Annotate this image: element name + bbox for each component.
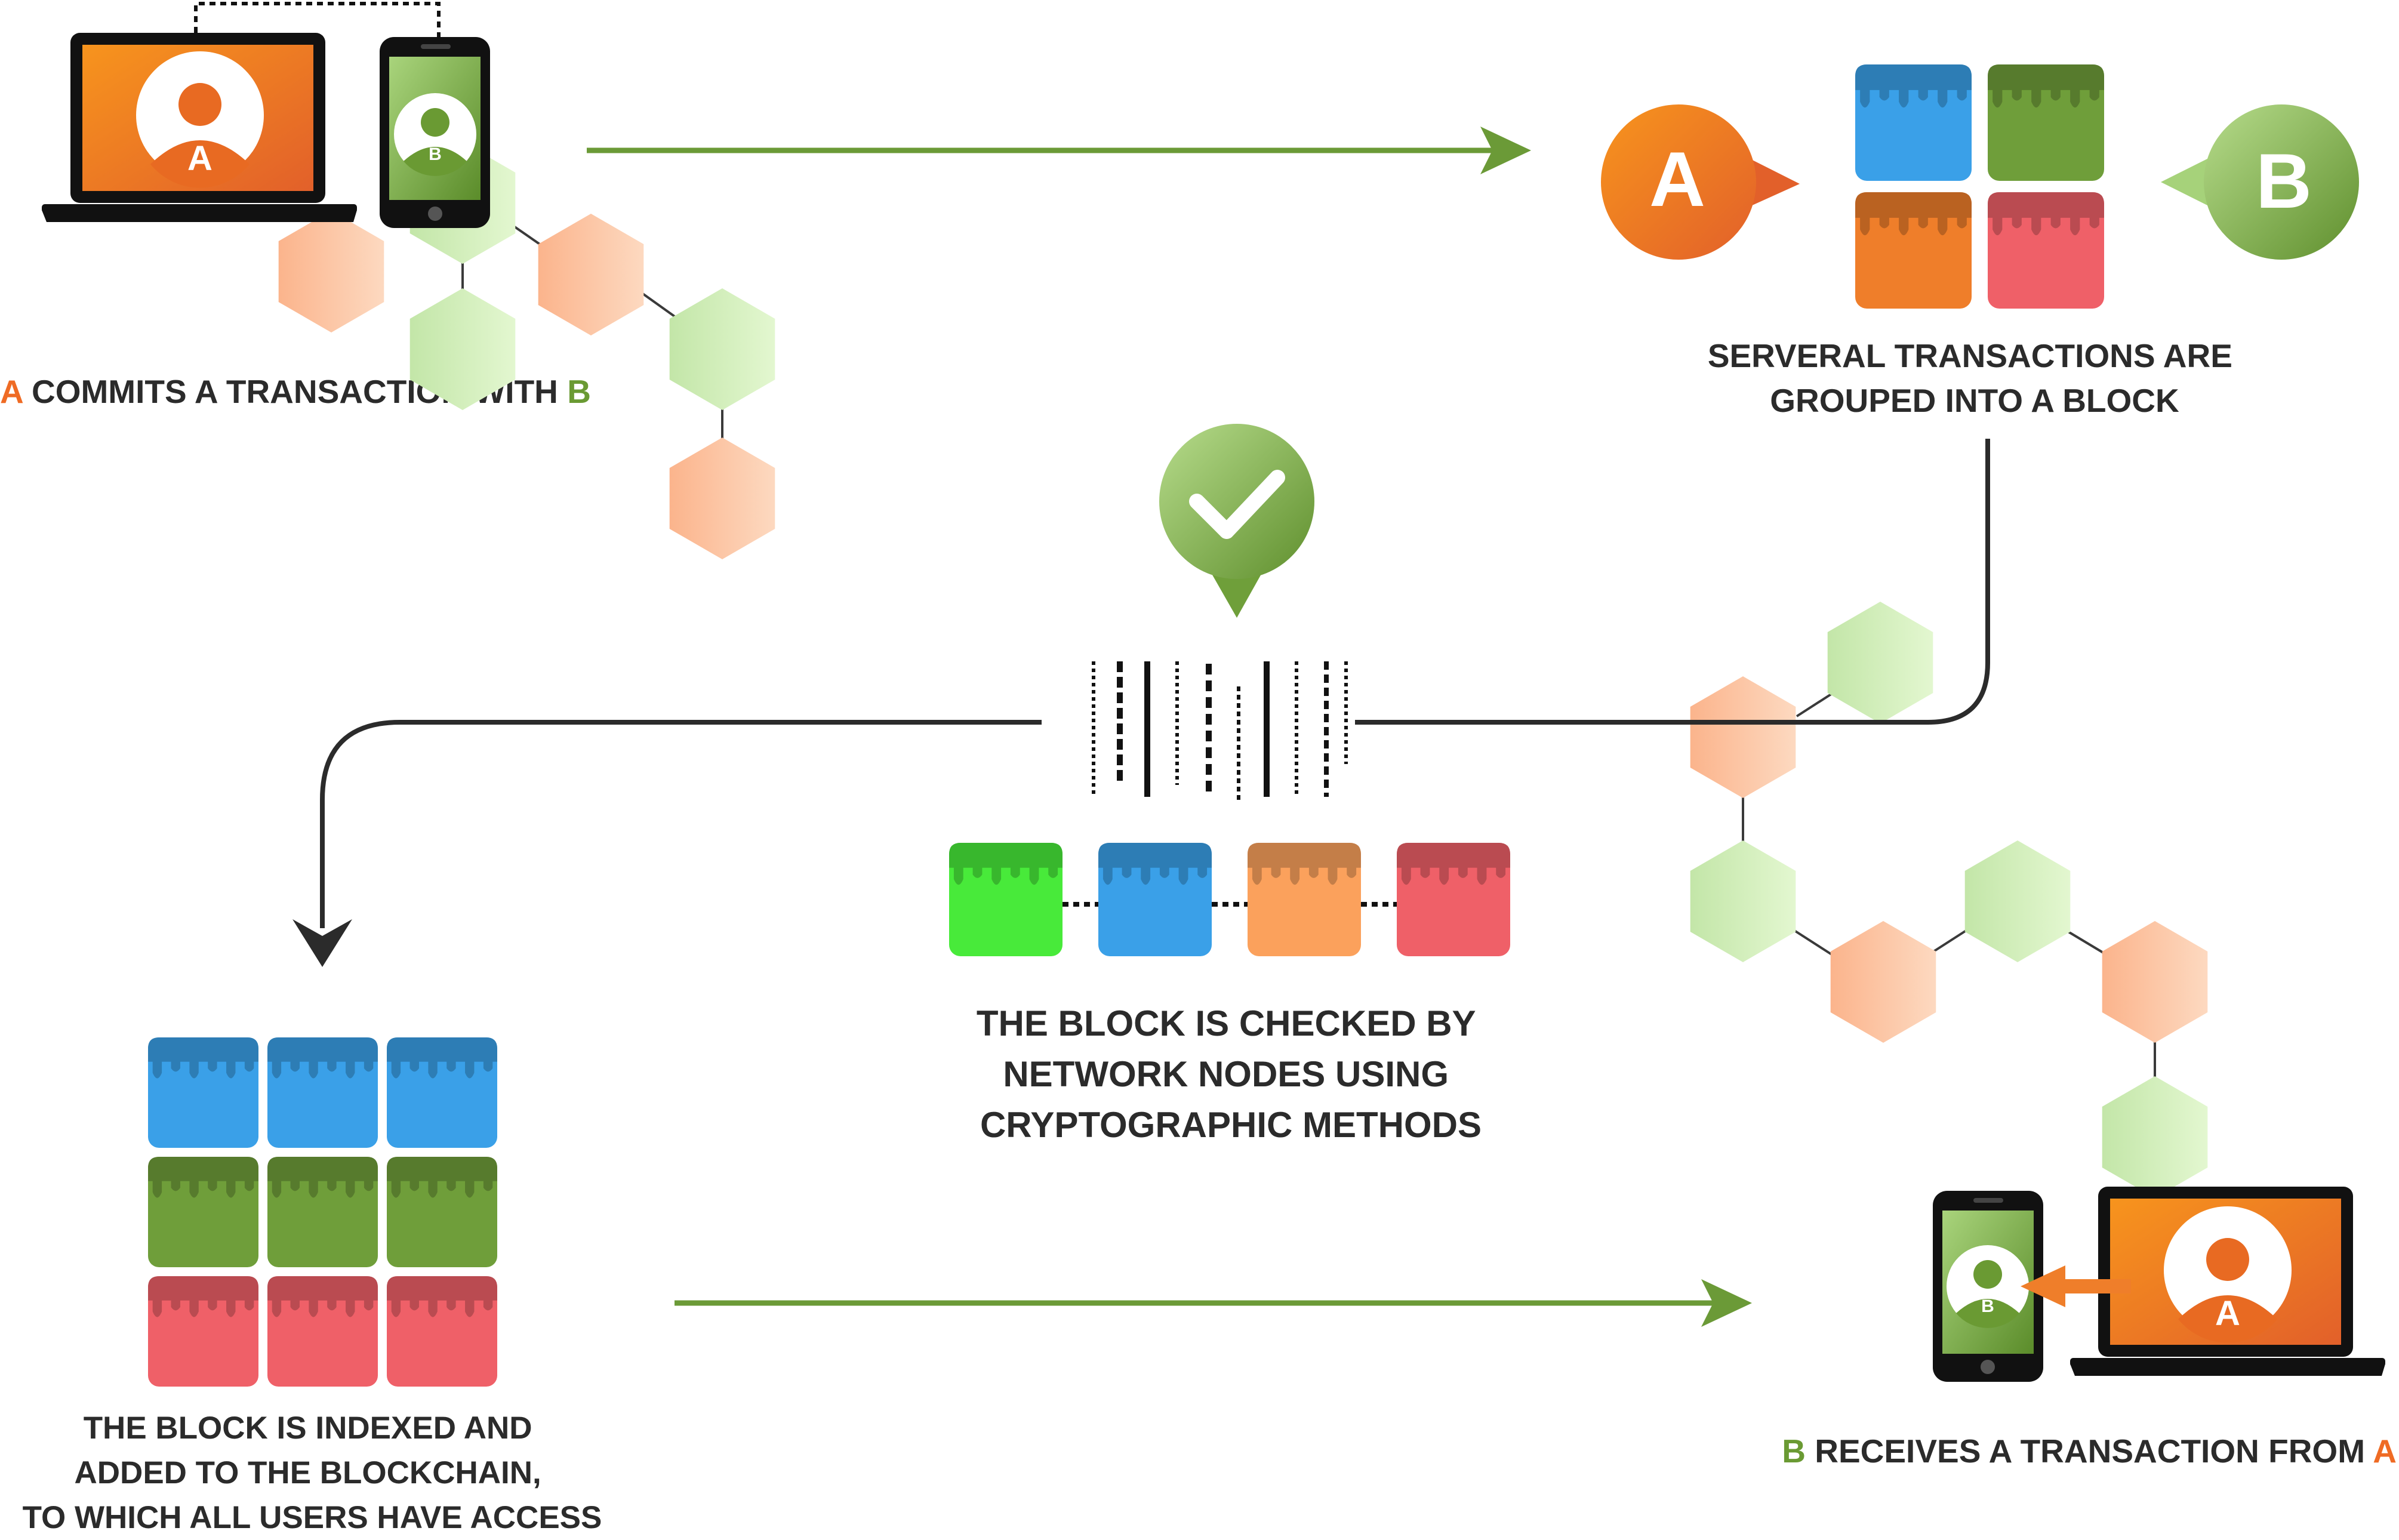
user-avatar-icon: B	[394, 93, 476, 176]
connector-step2-to-step3	[1403, 439, 1990, 725]
chain-block-blue	[267, 1037, 378, 1148]
step5-letter-b: B	[1782, 1433, 1806, 1470]
laptop2-avatar-letter: A	[2215, 1294, 2240, 1333]
hex-nodes	[278, 142, 2208, 1198]
step5-caption: B RECEIVES A TRANSACTION FROM A	[1782, 1433, 2397, 1470]
tx-block-blue	[1855, 64, 1972, 181]
chain-block-blue	[148, 1037, 258, 1148]
step5-letter-a: A	[2373, 1433, 2397, 1470]
bubble-a-letter: A	[1649, 135, 1705, 223]
step2-line2: GROUPED INTO A BLOCK	[1770, 382, 2179, 419]
chain-block-blue	[387, 1037, 497, 1148]
transaction-block-grid	[1855, 64, 2104, 309]
phone2-avatar-letter: B	[1981, 1296, 1994, 1316]
tx-block-green	[1988, 64, 2104, 181]
step4-line3: TO WHICH ALL USERS HAVE ACCESS	[23, 1500, 602, 1535]
checked-block-chain	[949, 843, 1510, 956]
chain-block-red	[148, 1276, 258, 1387]
hash-code-icon	[1092, 661, 1403, 800]
hex-node	[538, 214, 644, 335]
step1-letter-a: A	[0, 373, 23, 410]
step1-letter-b: B	[567, 373, 591, 410]
hex-network-right	[1742, 688, 2156, 1083]
chain-block-green	[387, 1157, 497, 1267]
connector-step3-to-step4	[292, 720, 1042, 967]
blockchain-grid	[148, 1037, 497, 1387]
arrow-step1-to-step2	[587, 127, 1531, 174]
step3-caption: THE BLOCK IS CHECKED BY NETWORK NODES US…	[977, 1003, 1485, 1145]
chain-block-red	[267, 1276, 378, 1387]
tx-block-red	[1988, 192, 2104, 309]
user-avatar-icon: B	[1947, 1245, 2029, 1328]
user-avatar-icon: A	[2164, 1206, 2292, 1343]
hex-node	[1690, 676, 1796, 798]
hex-node	[1827, 602, 1933, 723]
arrow-step4-to-step5	[675, 1279, 1752, 1327]
step2-line1: SERVERAL TRANSACTIONS ARE	[1708, 337, 2232, 374]
laptop-icon: A	[2070, 1187, 2385, 1376]
step4-caption: THE BLOCK IS INDEXED AND ADDED TO THE BL…	[23, 1410, 602, 1535]
transfer-arrow	[2021, 1265, 2131, 1307]
phone-icon: B	[1933, 1191, 2043, 1382]
checked-block-red	[1397, 843, 1510, 956]
step3-line2: NETWORK NODES USING	[1003, 1054, 1449, 1094]
step3-line1: THE BLOCK IS CHECKED BY	[977, 1003, 1476, 1043]
chain-block-green	[148, 1157, 258, 1267]
step5-text: RECEIVES A TRANSACTION FROM	[1806, 1433, 2373, 1470]
chain-block-green	[267, 1157, 378, 1267]
step4-line2: ADDED TO THE BLOCKCHAIN,	[75, 1455, 541, 1490]
tx-block-orange	[1855, 192, 1972, 309]
step2-caption: SERVERAL TRANSACTIONS ARE GROUPED INTO A…	[1708, 337, 2241, 419]
sender-bubble-a: A	[1601, 104, 1800, 260]
receiver-bubble-b: B	[2161, 104, 2359, 260]
checked-block-green	[949, 843, 1063, 956]
hex-node	[2102, 921, 2208, 1043]
laptop-avatar-letter: A	[187, 139, 213, 178]
hex-node	[1964, 840, 2071, 962]
phone-avatar-letter: B	[429, 144, 442, 164]
hex-node	[669, 288, 775, 410]
checked-block-orange	[1248, 843, 1361, 956]
checkmark-icon	[1159, 424, 1314, 618]
step4-line1: THE BLOCK IS INDEXED AND	[84, 1410, 532, 1446]
hex-node	[669, 438, 775, 559]
step3-line3: CRYPTOGRAPHIC METHODS	[980, 1105, 1482, 1145]
chain-block-red	[387, 1276, 497, 1387]
dotted-connector	[194, 2, 441, 39]
phone-icon: B	[380, 37, 490, 228]
hex-node	[409, 288, 516, 410]
user-avatar-icon: A	[136, 51, 264, 188]
bubble-b-letter: B	[2256, 137, 2312, 224]
hex-node	[1690, 840, 1796, 962]
hex-node	[2102, 1076, 2208, 1198]
hex-node	[278, 211, 384, 332]
laptop-icon: A	[42, 33, 357, 222]
checked-block-blue	[1098, 843, 1212, 956]
hex-node	[1830, 921, 1936, 1043]
